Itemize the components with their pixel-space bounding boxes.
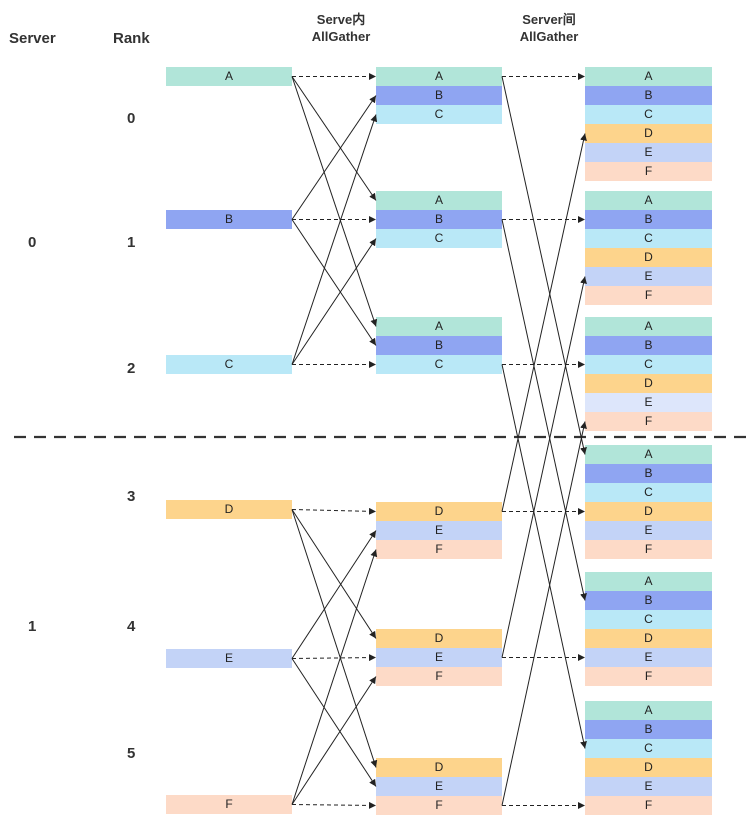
inter-block-r2-f: F	[585, 412, 712, 431]
rank-block-d: D	[166, 500, 292, 519]
intra-header-line1: Serve内	[316, 12, 366, 27]
inter-block-r5-a: A	[585, 701, 712, 720]
rank-block-e: E	[166, 649, 292, 668]
intra-arrow-3-to-4	[291, 509, 377, 639]
server-label-1: 1	[28, 618, 37, 635]
intra-arrow-5-to-3	[291, 549, 378, 805]
inter-block-r3-b: B	[585, 464, 712, 483]
inter-block-r5-e: E	[585, 777, 712, 796]
intra-arrow-2-to-1	[291, 238, 377, 365]
intra-block-r3-d: D	[376, 502, 502, 521]
intra-arrow-2-to-0	[291, 114, 378, 365]
inter-block-r3-c: C	[585, 483, 712, 502]
inter-block-r4-d: D	[585, 629, 712, 648]
inter-block-r0-c: C	[585, 105, 712, 124]
intra-arrow-5-to-5	[291, 801, 377, 809]
inter-block-r3-d: D	[585, 502, 712, 521]
intra-block-r1-b: B	[376, 210, 502, 229]
intra-block-r3-f: F	[376, 540, 502, 559]
inter-block-r1-b: B	[585, 210, 712, 229]
inter-block-r4-b: B	[585, 591, 712, 610]
intra-block-r5-d: D	[376, 758, 502, 777]
intra-block-r0-b: B	[376, 86, 502, 105]
inter-arrow-2-to-5	[501, 364, 587, 749]
inter-block-r2-a: A	[585, 317, 712, 336]
intra-arrow-4-to-4	[291, 654, 377, 662]
inter-header-line2: AllGather	[519, 29, 579, 44]
inter-block-r3-f: F	[585, 540, 712, 559]
inter-block-r1-d: D	[585, 248, 712, 267]
inter-header-line1: Server间	[522, 12, 576, 27]
intra-block-r3-e: E	[376, 521, 502, 540]
intra-arrow-3-to-3	[291, 507, 377, 515]
rank-label-0: 0	[127, 110, 136, 127]
inter-block-r3-e: E	[585, 521, 712, 540]
inter-block-r0-a: A	[585, 67, 712, 86]
inter-block-r2-e: E	[585, 393, 712, 412]
intra-arrow-4-to-3	[291, 530, 377, 659]
inter-block-r2-b: B	[585, 336, 712, 355]
inter-block-r4-c: C	[585, 610, 712, 629]
inter-block-r1-e: E	[585, 267, 712, 286]
inter-block-r0-b: B	[585, 86, 712, 105]
intra-block-r4-f: F	[376, 667, 502, 686]
inter-arrow-0-to-3	[501, 76, 587, 455]
inter-server-allgather-header: Server间 AllGather	[494, 11, 604, 45]
arrow-group	[291, 73, 587, 809]
inter-block-r4-e: E	[585, 648, 712, 667]
inter-arrow-4-to-1	[501, 276, 587, 658]
server-label-0: 0	[28, 234, 37, 251]
rank-block-c: C	[166, 355, 292, 374]
inter-block-r2-c: C	[585, 355, 712, 374]
intra-block-r0-a: A	[376, 67, 502, 86]
intra-arrow-3-to-5	[291, 509, 378, 768]
inter-arrow-5-to-2	[501, 421, 587, 806]
intra-arrow-0-to-1	[291, 76, 377, 201]
inter-block-r0-e: E	[585, 143, 712, 162]
intra-server-allgather-header: Serve内 AllGather	[286, 11, 396, 45]
rank-label-1: 1	[127, 234, 136, 251]
intra-block-r2-c: C	[376, 355, 502, 374]
intra-arrow-5-to-4	[291, 676, 377, 805]
inter-block-r0-f: F	[585, 162, 712, 181]
rank-label-2: 2	[127, 360, 136, 377]
rank-label-5: 5	[127, 745, 136, 762]
intra-block-r2-b: B	[376, 336, 502, 355]
rank-label-3: 3	[127, 488, 136, 505]
inter-block-r1-f: F	[585, 286, 712, 305]
intra-header-line2: AllGather	[311, 29, 371, 44]
inter-block-r2-d: D	[585, 374, 712, 393]
rank-block-f: F	[166, 795, 292, 814]
intra-block-r0-c: C	[376, 105, 502, 124]
rank-block-b: B	[166, 210, 292, 229]
rank-column-header: Rank	[113, 30, 150, 47]
inter-block-r5-b: B	[585, 720, 712, 739]
intra-arrow-1-to-2	[291, 219, 377, 346]
intra-block-r4-e: E	[376, 648, 502, 667]
rank-label-4: 4	[127, 618, 136, 635]
intra-block-r1-a: A	[376, 191, 502, 210]
inter-block-r4-a: A	[585, 572, 712, 591]
intra-block-r1-c: C	[376, 229, 502, 248]
inter-block-r5-c: C	[585, 739, 712, 758]
server-column-header: Server	[9, 30, 56, 47]
inter-block-r1-a: A	[585, 191, 712, 210]
inter-block-r3-a: A	[585, 445, 712, 464]
intra-arrow-1-to-0	[291, 95, 377, 220]
inter-arrow-1-to-4	[501, 219, 587, 601]
intra-arrow-0-to-2	[291, 76, 378, 327]
intra-block-r4-d: D	[376, 629, 502, 648]
inter-block-r1-c: C	[585, 229, 712, 248]
intra-block-r2-a: A	[376, 317, 502, 336]
rank-block-a: A	[166, 67, 292, 86]
inter-block-r4-f: F	[585, 667, 712, 686]
intra-arrow-4-to-5	[291, 658, 377, 787]
intra-block-r5-e: E	[376, 777, 502, 796]
inter-arrow-3-to-0	[501, 133, 587, 512]
inter-block-r0-d: D	[585, 124, 712, 143]
intra-block-r5-f: F	[376, 796, 502, 815]
inter-block-r5-f: F	[585, 796, 712, 815]
inter-block-r5-d: D	[585, 758, 712, 777]
